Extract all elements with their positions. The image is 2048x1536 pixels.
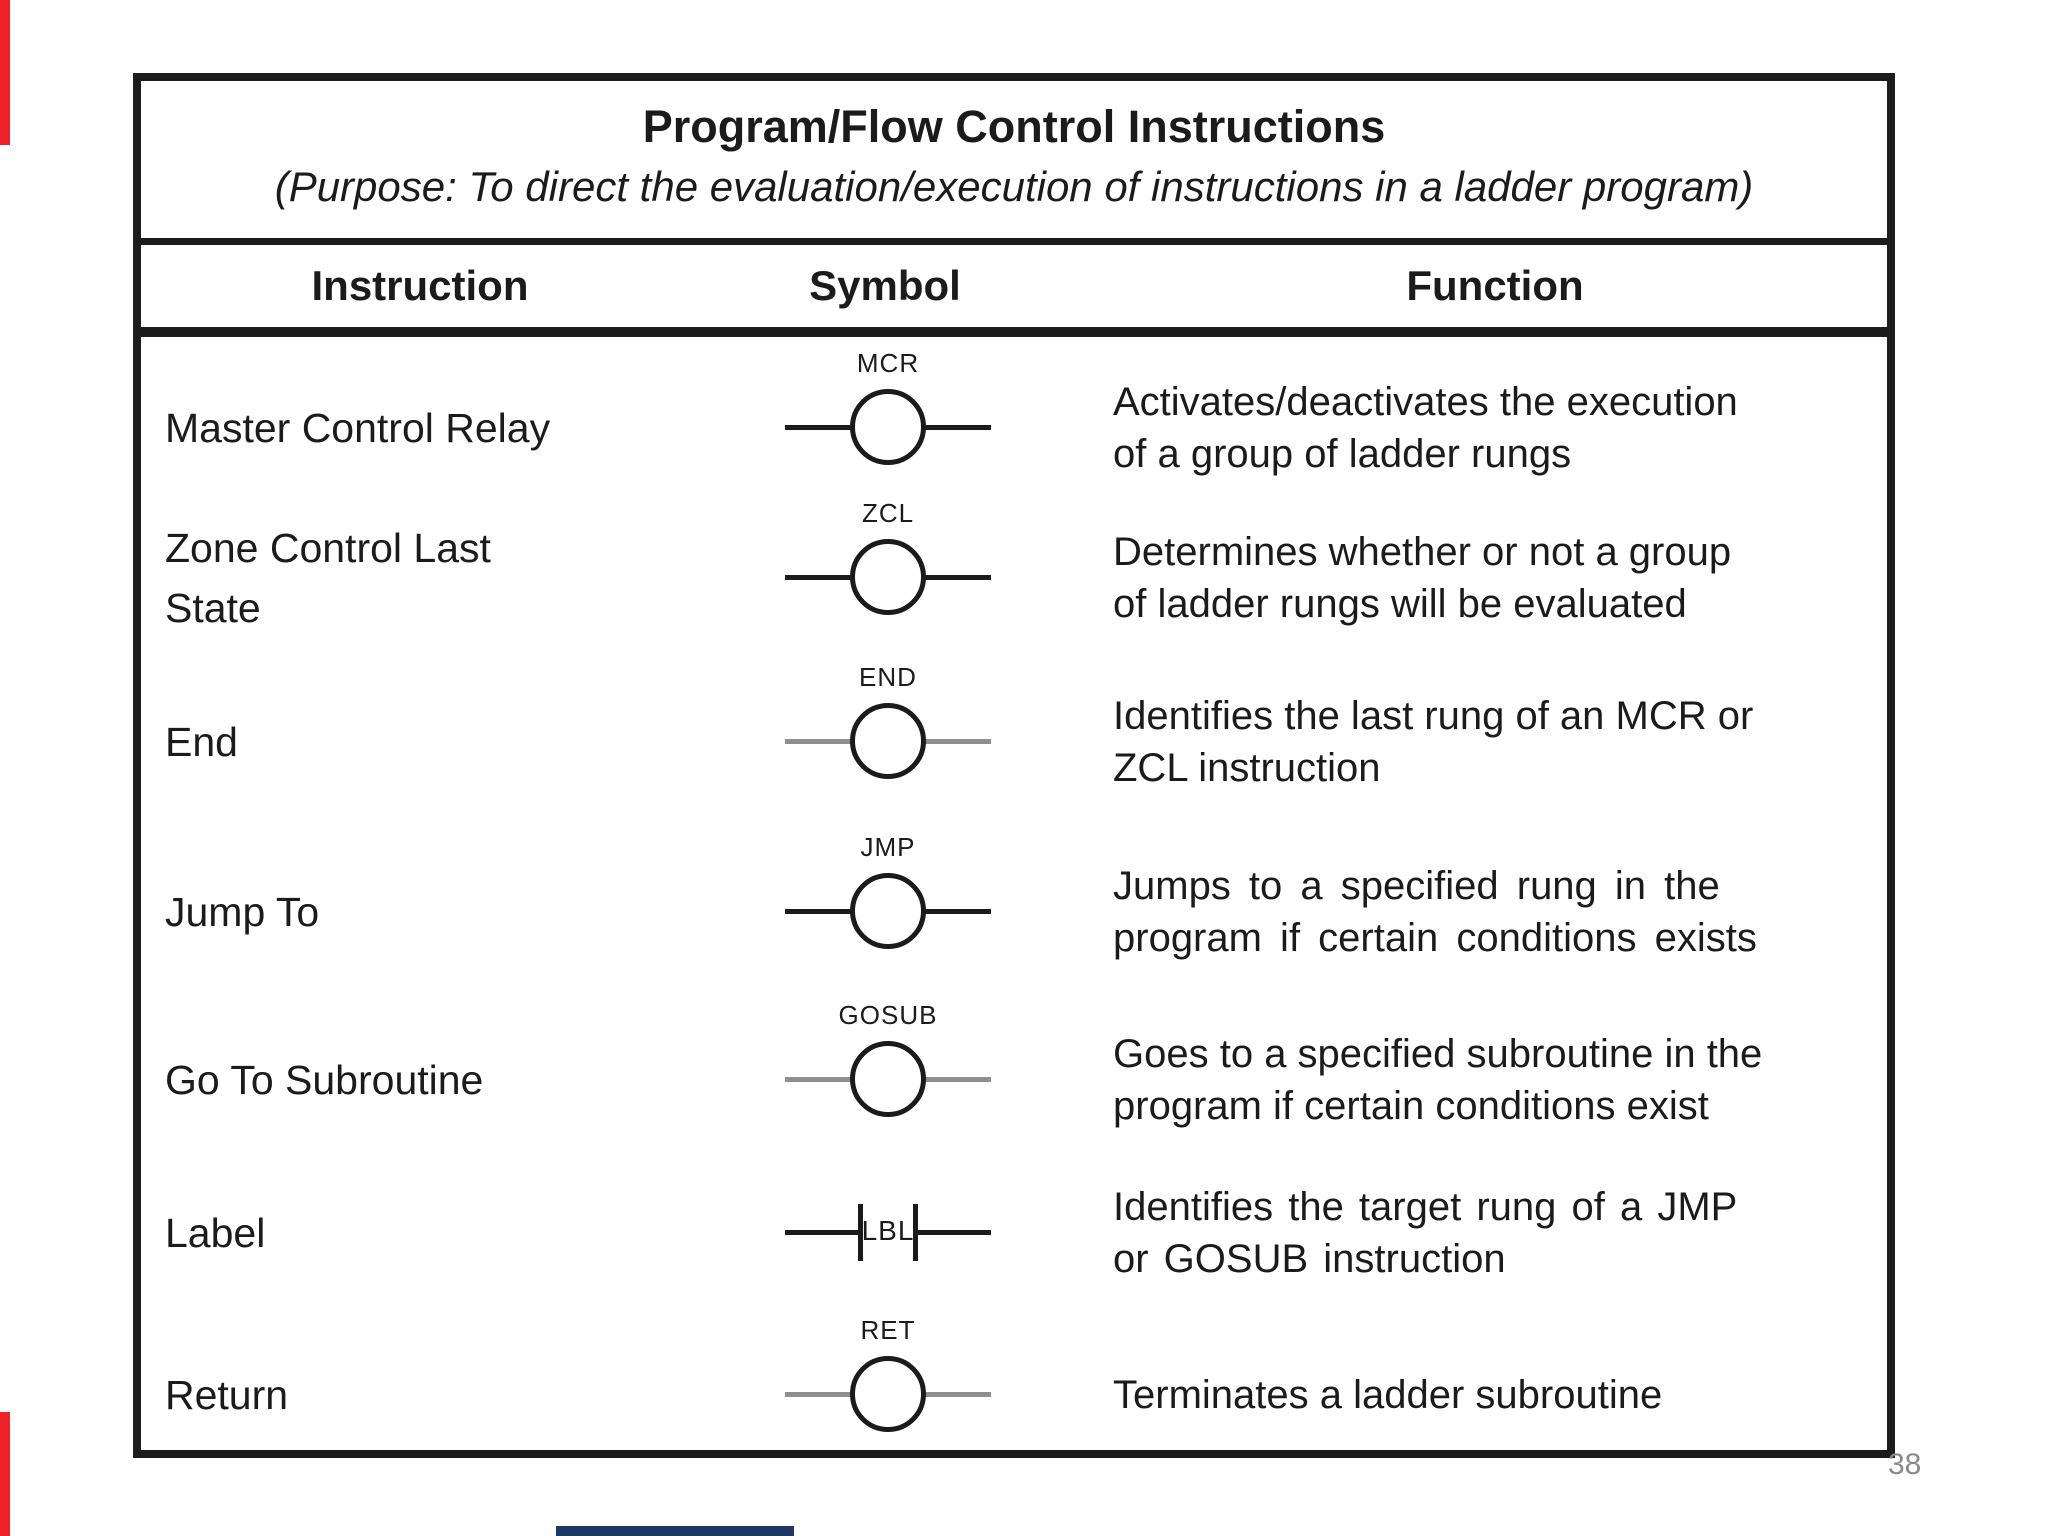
instruction-label: Go To Subroutine: [165, 1057, 484, 1103]
function-text: Identifies the last rung of an MCR or ZC…: [1113, 694, 1754, 790]
instruction-label: Label: [165, 1210, 266, 1256]
coil-symbol: GOSUB: [773, 1000, 1003, 1128]
symbol-label: JMP: [860, 832, 916, 862]
function-text: Identifies the target rung of a JMP or G…: [1113, 1185, 1738, 1281]
coil-symbol: JMP: [773, 832, 1003, 960]
rung-line: [785, 1230, 860, 1235]
table-subtitle: (Purpose: To direct the evaluation/execu…: [274, 163, 1754, 210]
coil-circle: [850, 539, 926, 615]
symbol-label: MCR: [856, 348, 920, 378]
left-edge-marker-bottom: [0, 1412, 10, 1536]
symbol-label: RET: [860, 1315, 916, 1345]
instruction-label: Jump To: [165, 889, 320, 935]
table-body: Master Control Relay MCR Activates/deact…: [141, 337, 1887, 1450]
table-header-row: Instruction Symbol Function: [141, 245, 1887, 337]
table-title-section: Program/Flow Control Instructions (Purpo…: [141, 81, 1887, 245]
rung-line: [916, 1230, 991, 1235]
coil-symbol: MCR: [773, 348, 1003, 476]
instruction-label: Zone Control Last State: [165, 525, 491, 631]
function-text: Activates/deactivates the execution of a…: [1113, 380, 1738, 476]
coil-circle: [850, 1356, 926, 1432]
coil-circle: [850, 389, 926, 465]
left-edge-marker-top: [0, 0, 10, 145]
instruction-label: End: [165, 719, 238, 765]
function-text: Jumps to a specified rung in the program…: [1113, 864, 1757, 960]
symbol-label: GOSUB: [838, 1000, 938, 1030]
coil-circle: [850, 1041, 926, 1117]
page-number: 38: [1888, 1448, 1922, 1481]
function-text: Determines whether or not a group of lad…: [1113, 530, 1732, 626]
symbol-label: END: [859, 662, 917, 692]
contact-bar: [858, 1204, 863, 1261]
symbol-label: ZCL: [861, 498, 915, 528]
bottom-edge-marker: [556, 1526, 794, 1536]
function-text: Terminates a ladder subroutine: [1113, 1373, 1663, 1417]
coil-circle: [850, 703, 926, 779]
table-title: Program/Flow Control Instructions: [642, 101, 1386, 152]
column-header-instruction: Instruction: [311, 262, 529, 309]
column-header-symbol: Symbol: [809, 262, 961, 309]
instructions-table: Program/Flow Control Instructions (Purpo…: [133, 73, 1895, 1458]
symbol-label: LBL: [861, 1215, 915, 1246]
instruction-label: Master Control Relay: [165, 405, 551, 451]
coil-circle: [850, 873, 926, 949]
contact-bar: [913, 1204, 918, 1261]
contact-symbol: LBL: [773, 1185, 1003, 1281]
function-text: Goes to a specified subroutine in the pr…: [1113, 1032, 1763, 1128]
coil-symbol: END: [773, 662, 1003, 790]
column-header-function: Function: [1406, 262, 1584, 309]
instruction-label: Return: [165, 1372, 289, 1418]
coil-symbol: ZCL: [773, 498, 1003, 626]
coil-symbol: RET: [773, 1315, 1003, 1443]
